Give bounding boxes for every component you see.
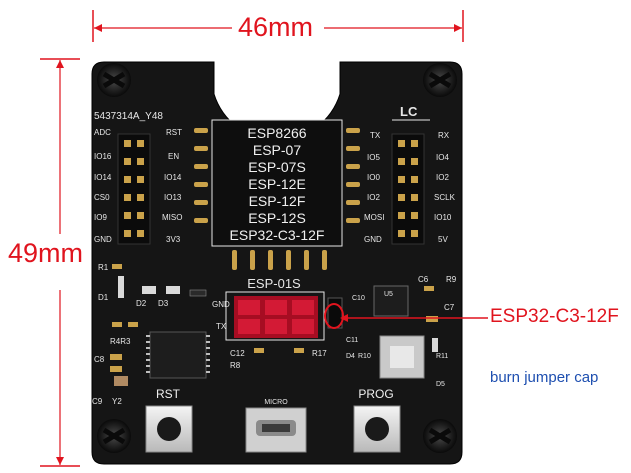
silk-r4r3: R4R3 xyxy=(110,337,131,346)
left-header-pins xyxy=(124,140,144,237)
left-header-label: IO14 xyxy=(164,173,182,182)
height-dimension xyxy=(40,58,80,468)
silk-r1: R1 xyxy=(98,263,109,272)
left-header-label: GND xyxy=(94,235,112,244)
right-header-label: IO0 xyxy=(367,173,380,182)
silk-c9: C9 xyxy=(92,397,103,406)
module-socket-pins-right xyxy=(346,128,360,223)
jumper-callout-line xyxy=(340,314,488,322)
usb-serial-chip xyxy=(149,331,207,379)
screw-top-left xyxy=(97,63,131,97)
silk-d3: D3 xyxy=(158,299,169,308)
width-dimension-lines xyxy=(92,10,464,42)
left-header-label: IO14 xyxy=(94,173,112,182)
module-name: ESP-07 xyxy=(253,142,301,158)
right-header-label: IO10 xyxy=(434,213,452,222)
left-header-label: RST xyxy=(166,128,182,137)
burn-jumper-note: burn jumper cap xyxy=(490,369,599,386)
silk-c7: C7 xyxy=(444,303,455,312)
left-header-label: EN xyxy=(168,152,179,161)
brand-mark: LC xyxy=(400,104,418,119)
right-header-label: GND xyxy=(364,235,382,244)
left-header-label: CS0 xyxy=(94,193,110,202)
test-board-photo: 5437314A_Y48 LC ESP8266 ESP-07 ESP-07S E… xyxy=(91,61,463,465)
silk-r11: R11 xyxy=(436,353,448,360)
right-header-label: SCLK xyxy=(434,193,456,202)
module-name: ESP-12S xyxy=(248,210,306,226)
crystal-y2 xyxy=(114,376,128,386)
left-header-label: ADC xyxy=(94,128,111,137)
silk-r9: R9 xyxy=(446,275,457,284)
width-dimension xyxy=(92,8,464,44)
esp01s-socket xyxy=(234,296,318,338)
silk-y2: Y2 xyxy=(112,397,122,406)
module-name: ESP-07S xyxy=(248,159,306,175)
usb-label: MICRO xyxy=(264,399,288,406)
silk-c11: C11 xyxy=(346,337,358,344)
module-name: ESP8266 xyxy=(247,125,306,141)
jumper-highlight-ring xyxy=(324,303,344,329)
width-label: 46mm xyxy=(238,12,314,42)
silk-d4: D4 xyxy=(346,353,355,360)
silk-r17: R17 xyxy=(312,349,327,358)
silk-c6: C6 xyxy=(418,275,429,284)
screw-bottom-right xyxy=(423,419,457,453)
left-pin-header xyxy=(117,133,151,245)
module-socket-pins-left xyxy=(194,128,208,223)
module-name: ESP-12F xyxy=(249,193,306,209)
silk-c12: C12 xyxy=(230,349,245,358)
right-header-label: TX xyxy=(370,131,381,140)
silk-c8: C8 xyxy=(94,355,105,364)
height-dimension-lines xyxy=(40,58,80,467)
left-header-label: 3V3 xyxy=(166,235,181,244)
height-label: 49mm xyxy=(8,238,84,268)
silk-r8: R8 xyxy=(230,361,241,370)
left-header-label: MISO xyxy=(162,213,182,222)
micro-usb-port[interactable] xyxy=(245,407,307,453)
prog-label: PROG xyxy=(358,387,393,401)
serial-number: 5437314A_Y48 xyxy=(94,111,163,122)
led-d1 xyxy=(118,276,124,298)
module-socket-pins-bottom xyxy=(232,250,327,270)
regulator-u5 xyxy=(373,285,409,317)
right-header-label: IO2 xyxy=(436,173,449,182)
jumper-callout-label: ESP32-C3-12F xyxy=(490,306,619,327)
esp01s-label: ESP-01S xyxy=(247,276,301,291)
chip-pins xyxy=(146,335,210,373)
left-header-label: IO16 xyxy=(94,152,112,161)
right-header-label: IO5 xyxy=(367,153,380,162)
right-header-pins xyxy=(398,140,418,237)
rst-label: RST xyxy=(156,387,181,401)
silk-d1: D1 xyxy=(98,293,109,302)
screw-top-right xyxy=(423,63,457,97)
socket-gnd-label: GND xyxy=(212,300,230,309)
led-d3 xyxy=(166,286,180,294)
socket-tx-label: TX xyxy=(216,322,227,331)
silk-u5: U5 xyxy=(384,291,393,298)
right-header-label: RX xyxy=(438,131,450,140)
silk-d2: D2 xyxy=(136,299,147,308)
screw-bottom-left xyxy=(97,419,131,453)
prog-button[interactable] xyxy=(353,405,401,453)
module-socket xyxy=(211,119,343,247)
right-header-label: MOSI xyxy=(364,213,384,222)
silk-c10: C10 xyxy=(352,295,365,302)
left-header-label: IO9 xyxy=(94,213,107,222)
silk-d5: D5 xyxy=(436,381,445,388)
reset-button[interactable] xyxy=(145,405,193,453)
right-header-label: IO2 xyxy=(367,193,380,202)
right-pin-header xyxy=(391,133,425,245)
right-header-label: IO4 xyxy=(436,153,449,162)
led-d2 xyxy=(142,286,156,294)
right-header-label: 5V xyxy=(438,235,448,244)
module-name: ESP32-C3-12F xyxy=(230,227,325,243)
module-name: ESP-12E xyxy=(248,176,306,192)
module-name-list: ESP8266 ESP-07 ESP-07S ESP-12E ESP-12F E… xyxy=(230,125,325,243)
silk-r10: R10 xyxy=(358,353,371,360)
left-header-label: IO13 xyxy=(164,193,182,202)
